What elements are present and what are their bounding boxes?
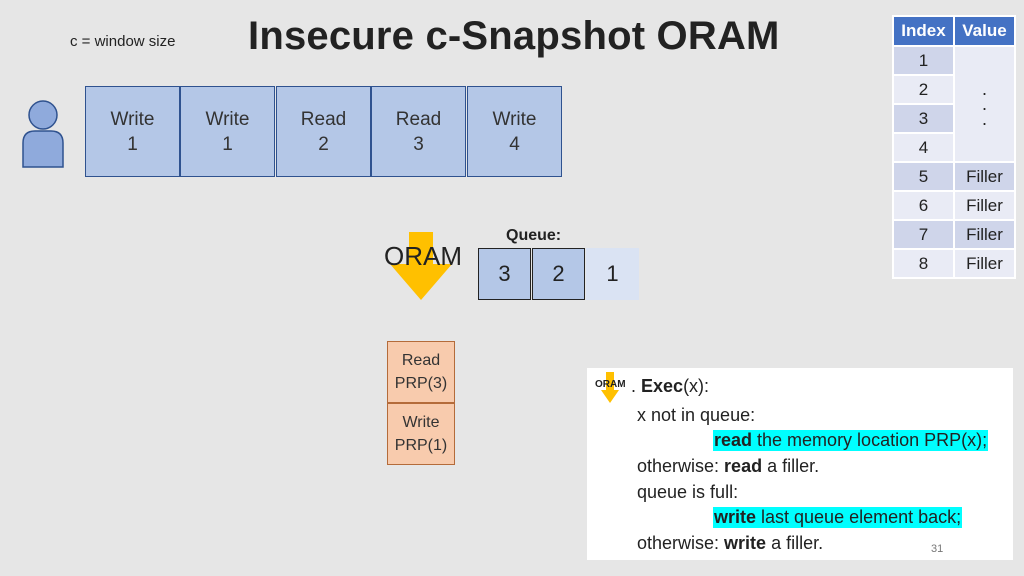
exec-line-5: write last queue element back; [713,507,963,528]
request-box: Write 1 [85,86,180,177]
value-cell: Filler [953,219,1016,250]
prp-arg: PRP(3) [394,375,448,392]
index-cell: 4 [892,132,955,163]
value-cell: Filler [953,161,1016,192]
oram-label: ORAM [384,241,462,271]
exec-line-1: x not in queue: [637,405,756,425]
hidden-values-cell: ... [953,45,1016,163]
exec-line-6: otherwise: write a filler. [637,533,824,553]
request-box: Write 1 [180,86,275,177]
exec-pseudocode-box: ORAM . Exec(x): x not in queue: read the… [587,368,1013,560]
request-op: Write [492,108,537,130]
index-cell: 1 [892,45,955,76]
index-cell: 6 [892,190,955,221]
index-cell: 5 [892,161,955,192]
value-header: Value [953,15,1016,47]
index-cell: 3 [892,103,955,134]
user-icon [22,100,64,168]
index-cell: 7 [892,219,955,250]
index-header: Index [892,15,955,47]
exec-line-3: otherwise: read a filler. [637,456,820,476]
exec-icon-label: ORAM [595,379,626,390]
value-cell: Filler [953,190,1016,221]
window-size-note: c = window size [70,33,176,50]
prp-op: Read [401,352,441,369]
request-op: Read [395,108,442,130]
request-op: Write [110,108,155,130]
request-op: Read [300,108,347,130]
page-number: 31 [931,543,944,555]
request-arg: 4 [509,133,520,155]
request-op: Write [205,108,250,130]
request-arg: 2 [318,133,329,155]
request-box: Write 4 [467,86,562,177]
exec-heading: . Exec(x): [631,376,710,396]
queue-slot: 2 [532,248,585,300]
oram-arrow-icon [390,232,452,300]
queue-label: Queue: [506,227,562,244]
exec-line-2: read the memory location PRP(x); [713,430,989,451]
queue-slot: 3 [478,248,531,300]
prp-op: Write [402,414,440,431]
index-cell: 8 [892,248,955,279]
index-cell: 2 [892,74,955,105]
prp-arg: PRP(1) [394,437,448,454]
request-arg: 3 [413,133,424,155]
small-oram-arrow-icon [601,372,619,403]
request-arg: 1 [127,133,138,155]
request-arg: 1 [222,133,233,155]
request-box: Read 3 [371,86,466,177]
slide-title: Insecure c-Snapshot ORAM [248,14,780,58]
exec-line-4: queue is full: [637,482,739,502]
value-cell: Filler [953,248,1016,279]
queue-slot: 1 [586,248,639,300]
request-box: Read 2 [276,86,371,177]
